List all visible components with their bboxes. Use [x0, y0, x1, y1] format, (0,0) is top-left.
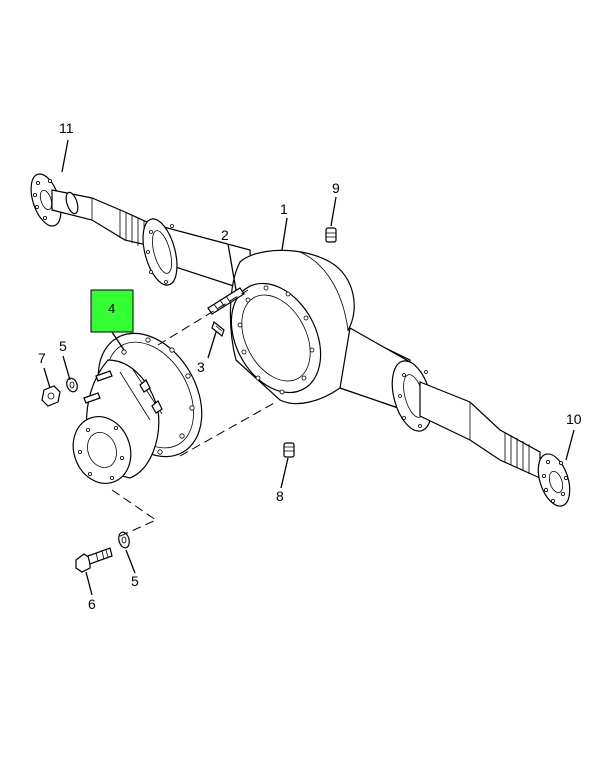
callout-3[interactable]: 3 [197, 359, 205, 375]
assembly-lines [111, 289, 277, 539]
callout-7[interactable]: 7 [38, 350, 46, 366]
callout-8[interactable]: 8 [276, 488, 284, 504]
callout-9[interactable]: 9 [332, 180, 340, 196]
bolt-6[interactable] [75, 547, 113, 573]
callout-4[interactable]: 4 [108, 301, 115, 316]
callout-10[interactable]: 10 [566, 411, 582, 427]
callout-5-lower[interactable]: 5 [131, 573, 139, 589]
washer-5-lower[interactable] [117, 531, 131, 549]
plug-8[interactable] [283, 442, 295, 458]
axle-housing[interactable] [137, 215, 439, 435]
nut-7[interactable] [41, 385, 61, 407]
plug-9[interactable] [325, 227, 337, 243]
callout-11[interactable]: 11 [59, 120, 74, 136]
callout-1[interactable]: 1 [280, 201, 288, 217]
callout-2[interactable]: 2 [221, 227, 229, 243]
highlight-box [90, 289, 134, 333]
callout-6[interactable]: 6 [88, 596, 96, 612]
stud-3[interactable] [211, 320, 225, 338]
left-axle-shaft[interactable] [25, 170, 161, 252]
differential-carrier[interactable] [64, 315, 223, 492]
washer-5-upper[interactable] [65, 377, 79, 394]
right-axle-shaft[interactable] [419, 381, 576, 510]
callout-5-upper[interactable]: 5 [59, 338, 67, 354]
leader-lines [43, 139, 575, 596]
